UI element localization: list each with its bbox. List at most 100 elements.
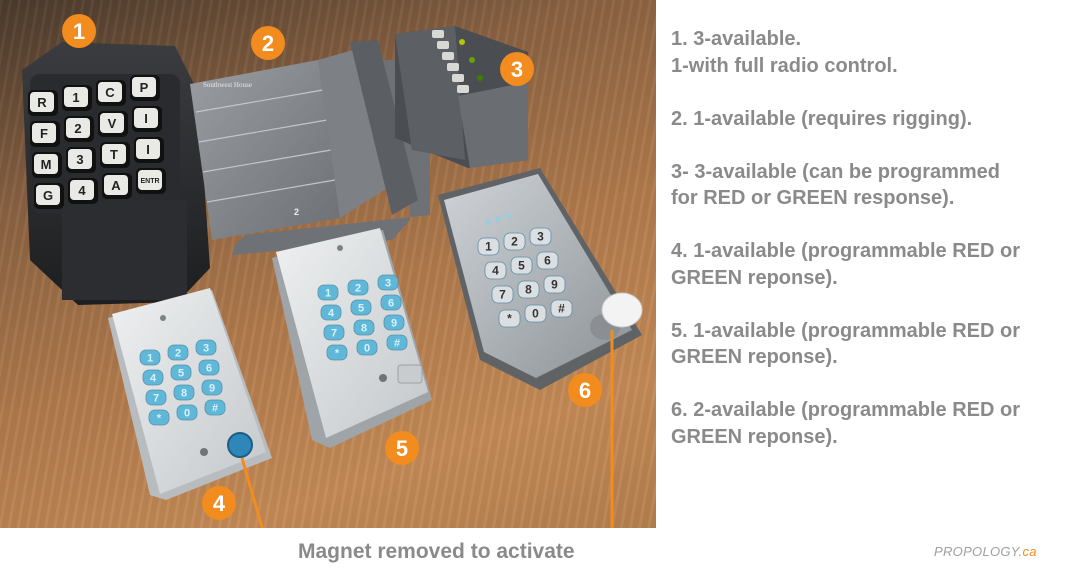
keypad-6-key: 3	[529, 227, 552, 246]
keypad-6-key-label: 8	[525, 283, 532, 297]
keypad-1-key: 4	[68, 178, 98, 204]
keypad-6-key-label: 1	[485, 240, 492, 254]
note-4: 4. 1-available (programmable RED or GREE…	[671, 240, 1021, 289]
keypad-5-key-label: 1	[325, 288, 331, 300]
keypad-5-key: 9	[383, 314, 405, 331]
keypad-6-key: 4	[484, 261, 507, 280]
card-reader-brand: Southwest House	[203, 81, 252, 89]
keypad-5-key: 4	[320, 304, 342, 321]
keypad-5-key-label: 9	[391, 318, 397, 330]
keypad-6-key-label: #	[558, 302, 565, 316]
keypad-4-key: 3	[195, 339, 217, 356]
magnet-callout: Magnet removed to activate	[298, 540, 575, 563]
keypad-1-key: R	[28, 90, 58, 116]
brand-suffix: .ca	[1018, 544, 1037, 559]
keypad-5-key: 1	[317, 284, 339, 301]
svg-text:5: 5	[396, 436, 408, 461]
keypad-4-key: 2	[167, 344, 189, 361]
device-3-button	[452, 74, 464, 82]
keypad-1-key: G	[34, 183, 64, 209]
device-3-button	[457, 85, 469, 93]
keypad-1-key-label: F	[40, 126, 48, 141]
keypad-4-key: 1	[139, 349, 161, 366]
keypad-4-key: 5	[170, 364, 192, 381]
keypad-1-key-label: T	[110, 147, 118, 162]
device-3-button	[442, 52, 454, 60]
keypad-6-key: 1	[477, 237, 500, 256]
keypad-5-key-label: 7	[331, 328, 337, 340]
brand-logo: PROPOLOGY.ca	[934, 544, 1037, 559]
keypad-4-key-label: 8	[181, 388, 187, 400]
keypad-1-key-label: I	[146, 142, 150, 157]
keypad-1-key: 3	[66, 147, 96, 173]
keypad-5-key: 6	[380, 294, 402, 311]
availability-notes: 1. 3-available. 1-with full radio contro…	[671, 26, 1071, 477]
card-reader-label: 2	[294, 207, 299, 217]
note-6: 6. 2-available (programmable RED or GREE…	[671, 399, 1021, 448]
keypad-1-key: P	[130, 75, 160, 101]
keypad-4-key: *	[148, 409, 170, 426]
keypad-5-key-label: *	[335, 348, 340, 360]
keypad-5-key-label: 5	[358, 303, 364, 315]
keypad-1-key-label: 2	[74, 121, 81, 136]
brand-main: PROPOLOGY	[934, 544, 1019, 559]
keypad-6-key: 8	[517, 280, 540, 299]
badge-1: 1	[62, 14, 96, 48]
keypad-6-key-label: 9	[551, 278, 558, 292]
keypad-4-key: 4	[142, 369, 164, 386]
keypad-6-key: 7	[491, 285, 514, 304]
keypad-5-key: 8	[353, 319, 375, 336]
keypad-6-key: 5	[510, 256, 533, 275]
keypad-1-key: M	[32, 152, 62, 178]
keypad-1-key: I	[132, 106, 162, 132]
keypad-1-key: A	[102, 173, 132, 199]
keypad-1-key: ENTR	[136, 168, 166, 194]
keypad-4-key-label: *	[157, 413, 162, 425]
badge-3: 3	[500, 52, 534, 86]
keypad-5-key: 3	[377, 274, 399, 291]
keypad-1-key-label: M	[41, 157, 52, 172]
keypad-1-key-label: 4	[78, 183, 86, 198]
keypad-4-key-label: 6	[206, 363, 212, 375]
keypad-4-key-label: 1	[147, 353, 153, 365]
keypad-6-key-label: *	[507, 312, 512, 326]
keypad-6-key: 9	[543, 275, 566, 294]
keypad-6-key-label: 5	[518, 259, 525, 273]
keypad-5-key: 5	[350, 299, 372, 316]
keypad-1-key: 1	[62, 85, 92, 111]
keypad-5-key-label: #	[394, 338, 400, 350]
keypad-4-key: #	[204, 399, 226, 416]
keypad-6-key-label: 2	[511, 235, 518, 249]
device-3-reader	[395, 26, 528, 168]
keypad-5-key-label: 3	[385, 278, 391, 290]
keypad-6-key-label: 6	[544, 254, 551, 268]
keypad-4-key-label: 3	[203, 343, 209, 355]
keypad-4-key: 9	[201, 379, 223, 396]
keypad-5-key: #	[386, 334, 408, 351]
keypad-1-key-label: R	[37, 95, 47, 110]
callout-line-4	[240, 457, 264, 528]
keypad-4-key: 0	[176, 404, 198, 421]
keypad-4-key: 6	[198, 359, 220, 376]
svg-text:6: 6	[579, 378, 591, 403]
note-5: 5. 1-available (programmable RED or GREE…	[671, 319, 1021, 369]
device-3-buttons	[432, 30, 469, 93]
keypad-5-key-label: 8	[361, 323, 367, 335]
keypad-4-key: 8	[173, 384, 195, 401]
keypad-1-key: C	[96, 80, 126, 106]
keypad-4-key-label: 2	[175, 348, 181, 360]
keypad-5-key-label: 0	[364, 343, 370, 355]
keypad-1-key: 2	[64, 116, 94, 142]
keypad-4-key-label: 7	[153, 393, 159, 405]
keypad-1-key-label: I	[144, 111, 148, 126]
keypad-6-key-label: 3	[537, 230, 544, 244]
